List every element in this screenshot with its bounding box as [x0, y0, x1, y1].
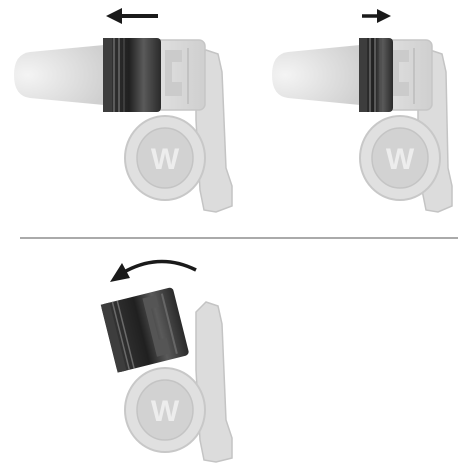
- w-logo-icon: W: [359, 115, 441, 201]
- logo-letter: W: [386, 143, 415, 176]
- arrow-left-icon: [106, 8, 158, 24]
- lamp-head: [103, 38, 161, 112]
- clip-body: [195, 301, 233, 463]
- panel-extend: W: [14, 8, 233, 213]
- arrow-right-icon: [362, 9, 391, 23]
- logo-letter: W: [151, 143, 180, 176]
- lamp-head-tilted: [100, 287, 189, 373]
- logo-letter: W: [151, 395, 180, 428]
- w-logo-icon: W: [124, 115, 206, 201]
- light-beam: [272, 45, 360, 105]
- w-logo-icon: W: [124, 367, 206, 453]
- light-beam: [14, 45, 104, 105]
- panel-retract: W: [272, 9, 453, 213]
- curved-arrow-icon: [110, 259, 197, 282]
- panel-tilt: W: [100, 259, 233, 463]
- lamp-head: [359, 38, 393, 112]
